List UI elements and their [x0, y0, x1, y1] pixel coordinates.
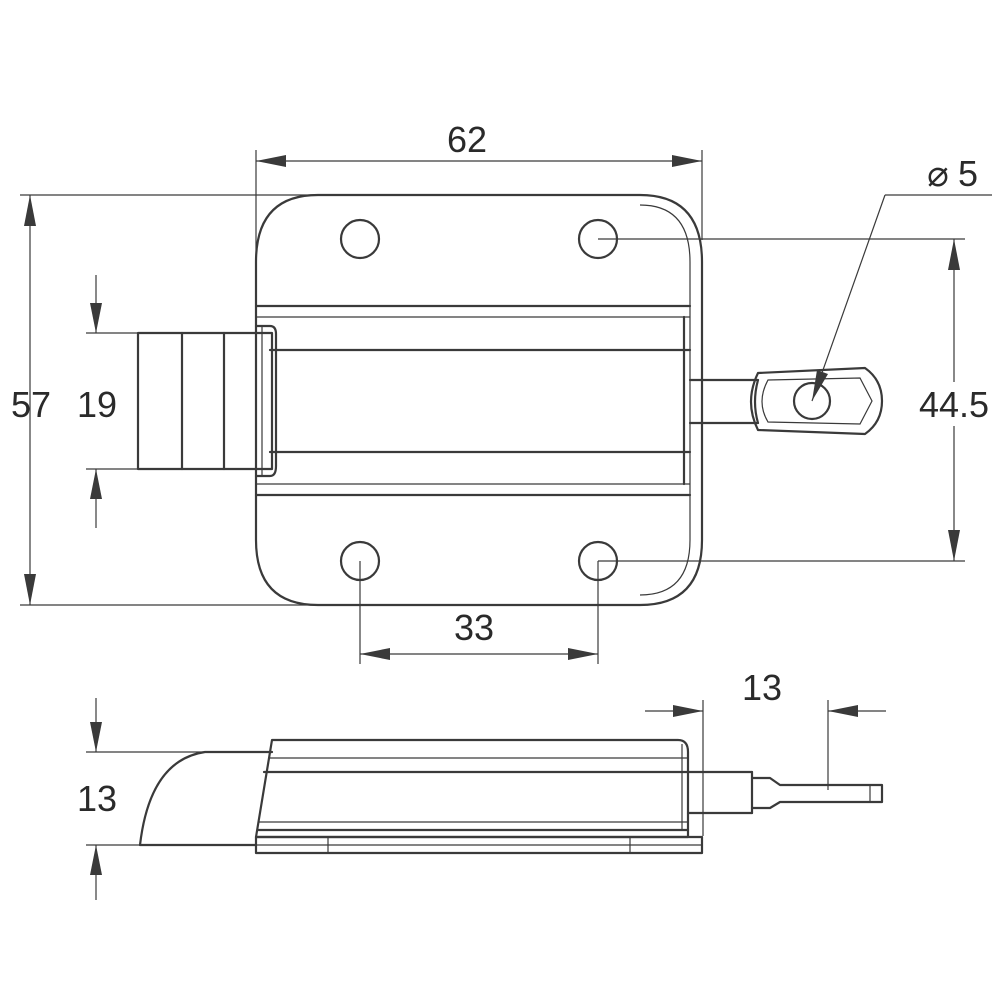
side-view: 13 13: [77, 667, 886, 900]
dimension-side-tail-length: 13: [645, 667, 886, 836]
label-hole-spacing-vertical: 44.5: [919, 384, 989, 425]
plate-outline: [254, 193, 704, 607]
label-hole-diameter: 5: [958, 153, 978, 194]
knob-pin-hole: [792, 381, 832, 421]
dimension-hole-diameter: ⌀ 5: [811, 153, 992, 402]
label-bolt-height: 19: [77, 384, 117, 425]
plate-inner-edge: [639, 204, 691, 596]
front-view: 62 57 19 44.5: [11, 119, 1000, 664]
diameter-symbol: ⌀: [927, 153, 949, 194]
side-bolt-nose: [138, 750, 274, 847]
dimension-hole-spacing-vertical: 44.5: [598, 238, 1000, 562]
label-side-tail-length: 13: [742, 667, 782, 708]
bolt-channel: [254, 304, 692, 497]
dimension-left-height: 57: [11, 194, 318, 606]
bolt-head: [136, 324, 278, 478]
label-hole-spacing-horizontal: 33: [454, 607, 494, 648]
dimension-bolt-height: 19: [77, 275, 138, 528]
dimension-top-width: 62: [255, 119, 703, 330]
label-top-width: 62: [447, 119, 487, 160]
dimension-side-thickness: 13: [77, 698, 272, 900]
side-tail: [686, 770, 884, 815]
label-left-height: 57: [11, 384, 51, 425]
dimension-hole-spacing-horizontal: 33: [359, 561, 599, 664]
bolt-knob: [688, 366, 884, 436]
label-side-thickness: 13: [77, 778, 117, 819]
mounting-hole-top-left: [339, 218, 381, 260]
side-body: [254, 738, 690, 839]
